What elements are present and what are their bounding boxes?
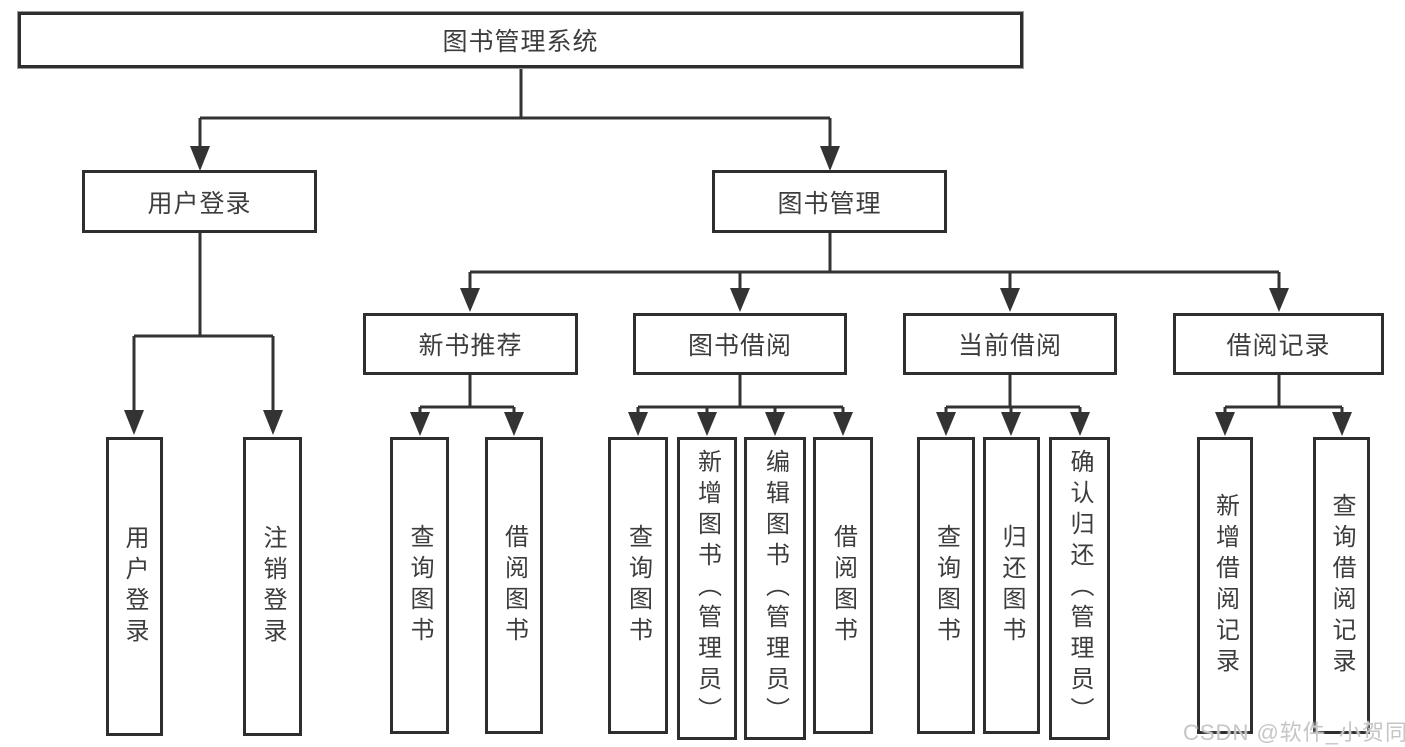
leaf-record-add-record-label: 新增借阅记录	[1211, 492, 1239, 679]
leaf-record-query-record: 查询借阅记录	[1313, 437, 1370, 734]
connector-current-borrow-to-leaves	[936, 375, 1090, 436]
node-root-label: 图书管理系统	[442, 28, 599, 56]
leaf-borrow-edit-books-admin-label: 编辑图书（管理员）	[761, 449, 789, 728]
node-book-management-label: 图书管理	[777, 189, 882, 218]
node-current-borrow: 当前借阅	[903, 313, 1117, 375]
leaf-borrow-query-books: 查询图书	[608, 437, 668, 734]
leaf-current-query-books: 查询图书	[917, 437, 975, 734]
connector-user-login-to-leaves	[124, 233, 283, 435]
leaf-record-add-record: 新增借阅记录	[1197, 437, 1253, 734]
connector-root-to-level2	[190, 68, 840, 171]
leaf-current-return-books-label: 归还图书	[998, 523, 1025, 648]
leaf-borrow-add-books-admin-label: 新增图书（管理员）	[693, 449, 721, 728]
leaf-borrow-borrow-books-label: 借阅图书	[829, 523, 857, 648]
leaf-user-login: 用户登录	[106, 437, 163, 736]
leaf-newbook-query-books: 查询图书	[390, 437, 449, 734]
node-user-login-label: 用户登录	[147, 189, 252, 218]
connector-book-mgmt-to-level3	[460, 233, 1289, 312]
leaf-user-login-label: 用户登录	[121, 524, 148, 649]
leaf-current-return-books: 归还图书	[983, 437, 1040, 734]
leaf-current-confirm-return-admin-label: 确认归还（管理员）	[1066, 449, 1093, 728]
leaf-borrow-query-books-label: 查询图书	[624, 523, 652, 648]
node-book-borrow: 图书借阅	[633, 313, 847, 375]
node-borrow-record-label: 借阅记录	[1226, 332, 1331, 360]
connector-book-borrow-to-leaves	[628, 375, 853, 436]
leaf-logout-login-label: 注销登录	[259, 524, 286, 649]
leaf-current-query-books-label: 查询图书	[932, 523, 960, 648]
node-new-book-recommend: 新书推荐	[363, 313, 578, 375]
leaf-record-query-record-label: 查询借阅记录	[1328, 492, 1355, 679]
leaf-newbook-borrow-books-label: 借阅图书	[500, 523, 528, 648]
node-book-management: 图书管理	[712, 170, 947, 233]
leaf-newbook-borrow-books: 借阅图书	[485, 437, 543, 734]
node-current-borrow-label: 当前借阅	[957, 332, 1062, 360]
node-user-login: 用户登录	[82, 170, 317, 233]
node-book-borrow-label: 图书借阅	[687, 332, 792, 360]
leaf-newbook-query-books-label: 查询图书	[406, 523, 433, 648]
connector-new-book-to-leaves	[410, 375, 524, 436]
node-borrow-record: 借阅记录	[1173, 313, 1384, 375]
csdn-watermark: CSDN @软件_小贺同学	[1183, 720, 1405, 745]
leaf-borrow-add-books-admin: 新增图书（管理员）	[677, 437, 737, 740]
node-new-book-recommend-label: 新书推荐	[418, 332, 523, 360]
leaf-borrow-edit-books-admin: 编辑图书（管理员）	[744, 437, 806, 740]
connector-borrow-record-to-leaves	[1215, 375, 1352, 436]
leaf-current-confirm-return-admin: 确认归还（管理员）	[1049, 437, 1110, 740]
leaf-borrow-borrow-books: 借阅图书	[813, 437, 873, 734]
node-root: 图书管理系统	[18, 12, 1023, 68]
leaf-logout-login: 注销登录	[243, 437, 302, 736]
